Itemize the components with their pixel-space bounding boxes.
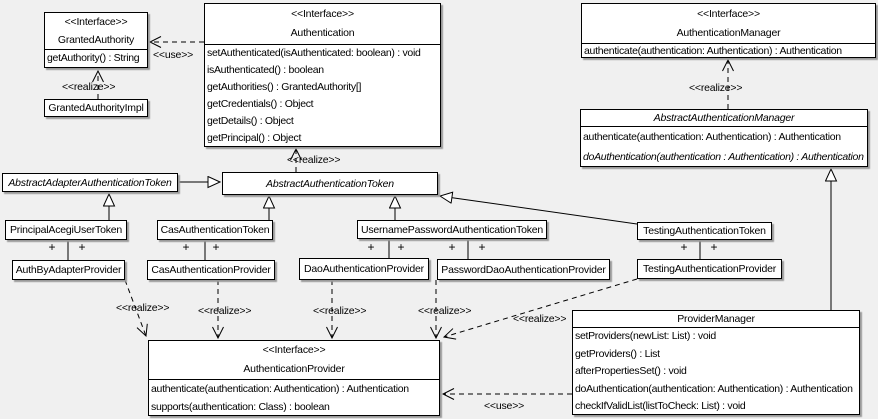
class-name: AuthByAdapterProvider xyxy=(15,264,122,276)
class-granted-authority-impl: GrantedAuthorityImpl xyxy=(44,99,148,117)
class-principal-acegi-user-token: PrincipalAcegiUserToken xyxy=(5,220,127,240)
method: getCredentials() : Object xyxy=(207,98,314,110)
class-cas-authentication-token: CasAuthenticationToken xyxy=(157,220,273,240)
class-name: PasswordDaoAuthenticationProvider xyxy=(441,263,606,276)
edge-label-realize: <<realize>> xyxy=(513,313,567,325)
class-name: TestingAuthenticationProvider xyxy=(642,263,777,275)
class-auth-by-adapter-provider: AuthByAdapterProvider xyxy=(12,260,125,280)
method: doAuthentication(authentication : Authen… xyxy=(583,151,864,163)
class-authentication: <<Interface>> Authentication setAuthenti… xyxy=(204,3,441,147)
edge-label-realize: <<realize>> xyxy=(313,305,367,317)
edge-label-realize: <<realize>> xyxy=(418,305,472,317)
assoc-end-plus: + xyxy=(478,240,485,254)
class-name: AuthenticationManager xyxy=(676,27,781,39)
edge-label-use: <<use>> xyxy=(484,400,525,412)
class-name: Authentication xyxy=(290,27,355,39)
assoc-end-plus: + xyxy=(680,240,687,254)
method: setProviders(newList: List) : void xyxy=(575,330,716,342)
class-name: AbstractAuthenticationToken xyxy=(266,177,394,190)
class-name: CasAuthenticationProvider xyxy=(151,264,271,276)
class-name: PrincipalAcegiUserToken xyxy=(9,224,123,236)
method: isAuthenticated() : boolean xyxy=(207,64,324,76)
class-name: CasAuthenticationToken xyxy=(160,224,270,236)
assoc-end-plus: + xyxy=(182,240,189,254)
method: checkIfValidList(listToCheck: List) : vo… xyxy=(575,400,746,412)
assoc-end-plus: + xyxy=(397,240,404,254)
class-abstract-authentication-token: AbstractAuthenticationToken xyxy=(222,172,438,195)
class-authentication-manager: <<Interface>> AuthenticationManager auth… xyxy=(581,3,876,58)
stereotype: <<Interface>> xyxy=(262,344,326,356)
class-username-password-authentication-token: UsernamePasswordAuthenticationToken xyxy=(357,220,547,239)
edge-label-realize: <<realize>> xyxy=(116,302,170,314)
stereotype: <<Interface>> xyxy=(64,16,128,28)
assoc-end-plus: + xyxy=(448,240,455,254)
class-name: ProviderManager xyxy=(573,311,859,328)
class-testing-authentication-provider: TestingAuthenticationProvider xyxy=(637,259,782,279)
assoc-end-plus: + xyxy=(367,240,374,254)
class-name: UsernamePasswordAuthenticationToken xyxy=(360,223,544,236)
assoc-end-plus: + xyxy=(48,240,55,254)
method: afterPropertiesSet() : void xyxy=(575,365,687,377)
edge-label-use: <<use>> xyxy=(153,49,194,61)
method: setAuthenticated(isAuthenticated: boolea… xyxy=(207,47,421,59)
edge-label-realize: <<realize>> xyxy=(198,305,252,317)
method: doAuthentication(authentication: Authent… xyxy=(575,382,853,395)
class-abstract-adapter-authentication-token: AbstractAdapterAuthenticationToken xyxy=(2,173,178,192)
class-name: TestingAuthenticationToken xyxy=(643,225,766,237)
method: authenticate(authentication: Authenticat… xyxy=(583,131,841,143)
class-name: GrantedAuthorityImpl xyxy=(48,102,144,114)
class-abstract-authentication-manager: AbstractAuthenticationManager authentica… xyxy=(580,109,868,167)
class-testing-authentication-token: TestingAuthenticationToken xyxy=(637,222,772,240)
method: getAuthority() : String xyxy=(47,52,140,64)
class-name: DaoAuthenticationProvider xyxy=(304,263,424,275)
class-password-dao-authentication-provider: PasswordDaoAuthenticationProvider xyxy=(437,259,610,280)
class-granted-authority: <<Interface>> GrantedAuthority getAuthor… xyxy=(44,12,148,68)
class-name: AuthenticationProvider xyxy=(243,363,345,375)
method: getDetails() : Object xyxy=(207,115,294,127)
method: getPrincipal() : Object xyxy=(207,132,302,144)
method: authenticate(authentication: Authenticat… xyxy=(151,383,409,395)
assoc-end-plus: + xyxy=(78,240,85,254)
stereotype: <<Interface>> xyxy=(291,8,354,20)
edge-label-realize: <<realize>> xyxy=(689,82,743,94)
stereotype: <<Interface>> xyxy=(697,8,760,20)
class-cas-authentication-provider: CasAuthenticationProvider xyxy=(147,260,275,280)
class-dao-authentication-provider: DaoAuthenticationProvider xyxy=(299,258,429,280)
method: supports(authentication: Class) : boolea… xyxy=(151,401,330,413)
method: authenticate(authentication: Authenticat… xyxy=(584,45,842,57)
assoc-end-plus: + xyxy=(212,240,219,254)
class-provider-manager: ProviderManager setProviders(newList: Li… xyxy=(572,310,860,415)
method: getAuthorities() : GrantedAuthority[] xyxy=(207,81,362,93)
method: getProviders() : List xyxy=(575,347,660,360)
class-name: AbstractAuthenticationManager xyxy=(581,110,867,127)
assoc-end-plus: + xyxy=(710,240,717,254)
edge-label-realize: <<realize>> xyxy=(62,81,116,93)
class-name: GrantedAuthority xyxy=(57,34,135,46)
class-name: AbstractAdapterAuthenticationToken xyxy=(8,176,172,189)
edge-label-realize: <<realize>> xyxy=(287,154,341,166)
class-authentication-provider: <<Interface>> AuthenticationProvider aut… xyxy=(148,340,440,416)
